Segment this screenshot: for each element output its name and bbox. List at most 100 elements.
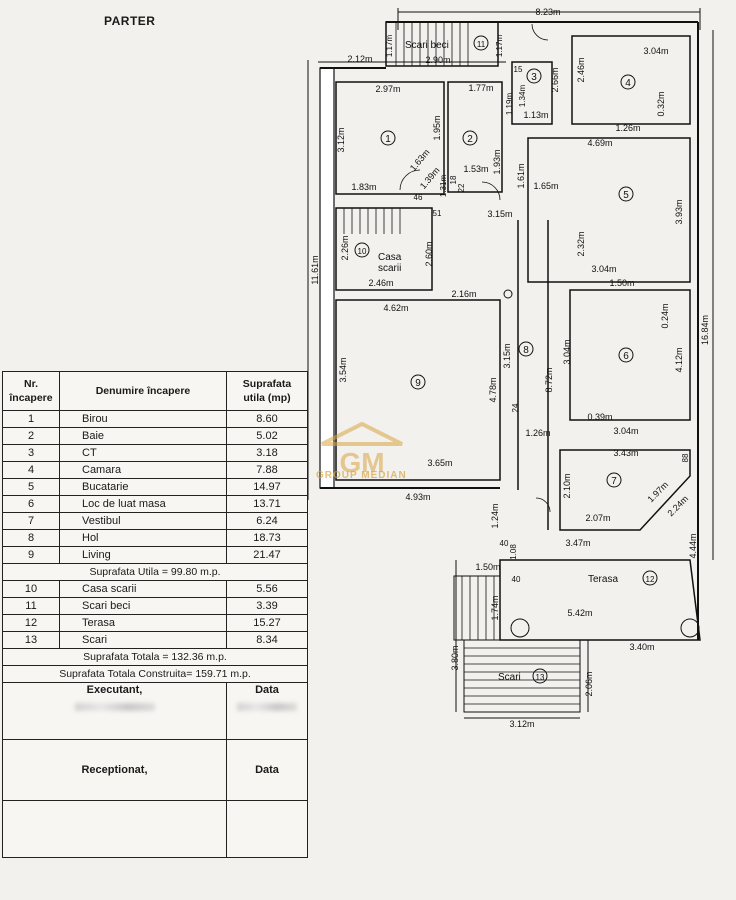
dim-024: 0.24m [660, 303, 670, 328]
dim-872: 8.72m [544, 367, 554, 392]
dim-462: 4.62m [383, 303, 408, 313]
dim-183: 1.83m [351, 182, 376, 192]
dim-216: 2.16m [451, 289, 476, 299]
dim-444: 4.44m [688, 533, 698, 558]
data-label: Data [255, 684, 279, 696]
dim-246a: 2.46m [576, 57, 586, 82]
dim-542: 5.42m [567, 608, 592, 618]
label-terasa: Terasa [588, 574, 618, 585]
cell-name: Casa scarii [59, 580, 227, 598]
page-title: PARTER [104, 14, 156, 28]
dim-left-overall: 11.61m [310, 255, 320, 284]
cell-name: Vestibul [59, 512, 227, 530]
dim-88: 88 [681, 453, 690, 462]
cell-nr: 11 [2, 597, 60, 615]
dim-315b: 3.15m [502, 343, 512, 368]
header-suprafata: Suprafata utila (mp) [226, 371, 308, 411]
watermark-logo: GM [321, 421, 403, 478]
dim-207: 2.07m [585, 513, 610, 523]
room-number-10: 10 [358, 247, 367, 256]
dim-126a: 1.26m [615, 123, 640, 133]
label-casa: Casa [378, 252, 402, 263]
dim-22: 22 [457, 183, 466, 192]
room-number-9: 9 [415, 378, 421, 389]
cell-area: 14.97 [226, 478, 308, 496]
dim-493: 4.93m [405, 492, 430, 502]
cell-name: Baie [59, 427, 227, 445]
dim-119: 1.19m [505, 93, 514, 116]
dim-412: 4.12m [674, 347, 684, 372]
dim-260: 2.60m [424, 241, 434, 266]
cell-name: Living [59, 546, 227, 564]
cell-area: 21.47 [226, 546, 308, 564]
empty-signature-row [2, 800, 308, 858]
cell-area: 15.27 [226, 614, 308, 632]
dim-304c: 3.04m [562, 339, 572, 364]
cell-name: Scari [59, 631, 227, 649]
dim-393: 3.93m [674, 199, 684, 224]
dim-032: 0.32m [656, 91, 666, 116]
subtotal-row: Suprafata Utila = 99.80 m.p. [2, 563, 308, 581]
room-number-12: 12 [646, 575, 655, 584]
dim-108: 1.08 [509, 544, 518, 560]
total-text: Suprafata Totala = 132.36 m.p. [2, 648, 308, 666]
cell-nr: 1 [2, 410, 60, 428]
dim-304d: 3.04m [613, 426, 638, 436]
empty-cell-2 [226, 800, 308, 858]
dim-312: 3.12m [336, 127, 346, 152]
dim-150b: 1.50m [475, 562, 500, 572]
cell-name: Bucatarie [59, 478, 227, 496]
subtotal-text: Suprafata Utila = 99.80 m.p. [2, 563, 308, 581]
dim-304b: 3.04m [591, 264, 616, 274]
cell-nr: 8 [2, 529, 60, 547]
dim-210: 2.10m [562, 473, 572, 498]
cell-name: Terasa [59, 614, 227, 632]
dim-304a: 3.04m [643, 46, 668, 56]
redacted-signature [74, 703, 155, 711]
cell-name: Camara [59, 461, 227, 479]
dim-40b: 40 [512, 575, 521, 584]
dim-124: 1.24m [490, 503, 500, 528]
cell-nr: 10 [2, 580, 60, 598]
dim-150: 1.50m [609, 278, 634, 288]
dim-365: 3.65m [427, 458, 452, 468]
dim-163: 1.63m [408, 147, 432, 173]
cell-nr: 9 [2, 546, 60, 564]
cell-nr: 2 [2, 427, 60, 445]
cell-area: 7.88 [226, 461, 308, 479]
dim-131: 1.31m [439, 175, 448, 198]
dim-18: 18 [449, 175, 458, 184]
dim-340: 3.40m [629, 642, 654, 652]
cell-area: 13.71 [226, 495, 308, 513]
cell-name: CT [59, 444, 227, 462]
dim-134: 1.34m [518, 85, 527, 108]
dim-46: 46 [414, 193, 423, 202]
header-denumire: Denumire încapere [59, 371, 227, 411]
label-scari: Scari [498, 672, 521, 683]
room-number-6: 6 [623, 351, 629, 362]
dim-40a: 40 [500, 539, 509, 548]
cell-area: 6.24 [226, 512, 308, 530]
dim-312b: 3.12m [509, 719, 534, 729]
executant-label: Executant, [86, 684, 143, 696]
cell-nr: 5 [2, 478, 60, 496]
room-number-4: 4 [625, 78, 631, 89]
cell-nr: 12 [2, 614, 60, 632]
dim-126b: 1.26m [525, 428, 550, 438]
room-number-3: 3 [531, 72, 537, 83]
dim-343: 3.43m [613, 448, 638, 458]
dim-469: 4.69m [587, 138, 612, 148]
cell-nr: 13 [2, 631, 60, 649]
dim-24: 24 [511, 403, 520, 412]
label-scarii: scarii [378, 263, 401, 274]
cell-area: 5.56 [226, 580, 308, 598]
label-scari-beci: Scari beci [405, 40, 449, 51]
cell-area: 8.34 [226, 631, 308, 649]
